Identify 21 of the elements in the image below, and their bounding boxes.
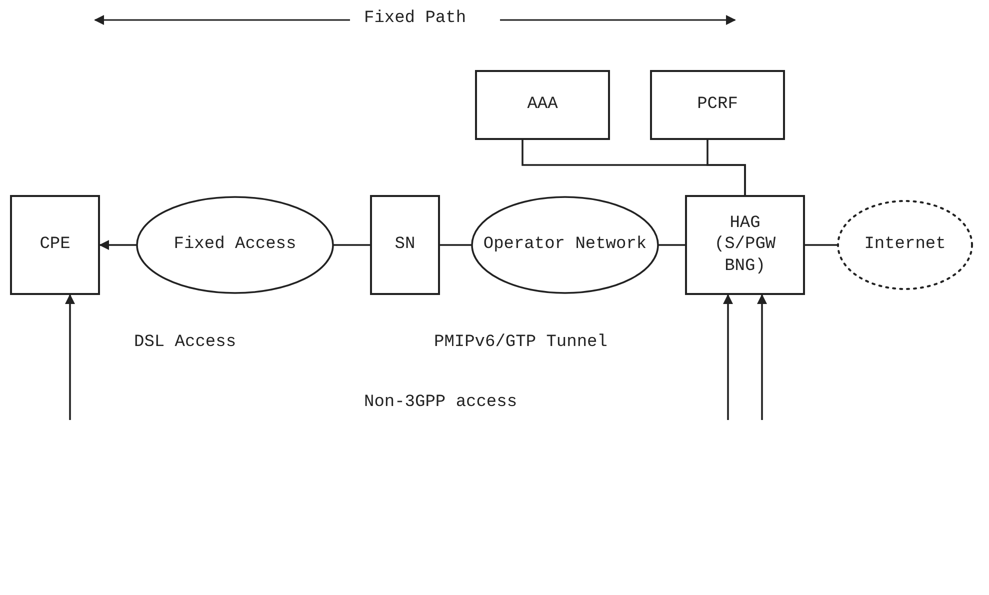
network-box	[475, 70, 610, 140]
node-label: Operator Network	[482, 234, 648, 256]
cloud-shape	[470, 195, 660, 295]
network-box	[650, 70, 785, 140]
node-label: PCRF	[696, 94, 739, 116]
node-label: (S/PGW BNG)	[713, 234, 777, 277]
node-label: Fixed Access	[172, 234, 298, 256]
network-box	[10, 195, 100, 295]
connector-line	[706, 140, 746, 195]
network-box	[685, 195, 805, 295]
node-label: HAG	[728, 213, 762, 234]
connector-line	[805, 244, 838, 246]
cloud-shape	[135, 195, 335, 295]
arrow	[65, 294, 75, 420]
network-box	[370, 195, 440, 295]
arrow	[723, 294, 733, 420]
node-label: CPE	[38, 234, 72, 256]
arrow	[757, 294, 767, 420]
node-label: AAA	[526, 94, 559, 116]
node-label: SN	[394, 234, 416, 256]
node-label: Internet	[863, 234, 947, 256]
